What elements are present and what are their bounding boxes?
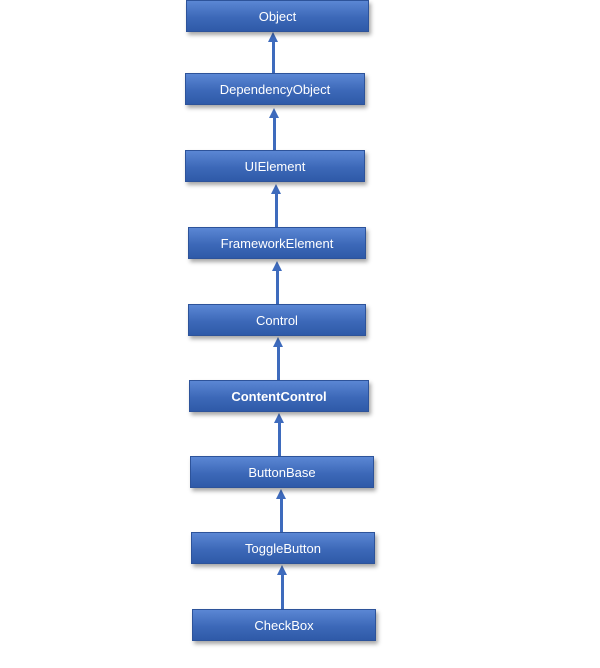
node-checkbox: CheckBox [192, 609, 376, 641]
node-frameworkelement: FrameworkElement [188, 227, 366, 259]
arrow-uielement-to-dependencyobject [269, 108, 279, 150]
node-togglebutton: ToggleButton [191, 532, 375, 564]
node-contentcontrol: ContentControl [189, 380, 369, 412]
node-buttonbase: ButtonBase [190, 456, 374, 488]
arrow-togglebutton-to-buttonbase [276, 489, 286, 532]
node-uielement: UIElement [185, 150, 365, 182]
node-dependencyobject: DependencyObject [185, 73, 365, 105]
arrow-control-to-frameworkelement [272, 261, 282, 304]
node-control: Control [188, 304, 366, 336]
arrow-frameworkelement-to-uielement [271, 184, 281, 227]
arrow-dependencyobject-to-object [268, 32, 278, 73]
arrow-checkbox-to-togglebutton [277, 565, 287, 609]
node-object: Object [186, 0, 369, 32]
arrow-contentcontrol-to-control [273, 337, 283, 380]
arrow-buttonbase-to-contentcontrol [274, 413, 284, 456]
